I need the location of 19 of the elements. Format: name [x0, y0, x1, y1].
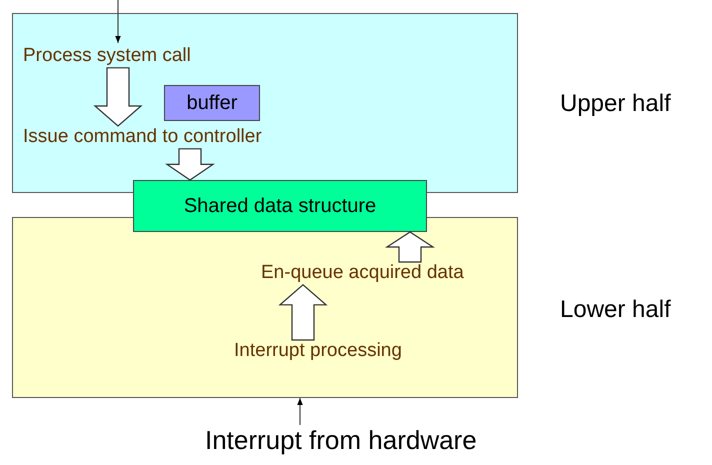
half-label: Upper half [560, 90, 671, 119]
block-arrow [278, 284, 328, 341]
label-text: buffer [186, 91, 238, 115]
block-arrow [384, 231, 436, 263]
upper-panel [12, 13, 518, 193]
arrow [297, 398, 303, 426]
step-text: Issue command to controller [23, 126, 262, 149]
step-text: Interrupt processing [234, 340, 402, 363]
buffer-box [164, 85, 260, 121]
label-text: Shared data structure [184, 194, 376, 218]
arrow [115, 0, 121, 44]
lower-panel [12, 217, 518, 398]
shared-data-box [133, 180, 427, 232]
block-arrow [165, 148, 215, 181]
step-text: Process system call [23, 45, 191, 68]
block-arrow [93, 67, 143, 127]
step-text: En-queue acquired data [261, 262, 464, 285]
source-text: Interrupt from hardware [205, 425, 477, 456]
half-label: Lower half [560, 296, 671, 325]
